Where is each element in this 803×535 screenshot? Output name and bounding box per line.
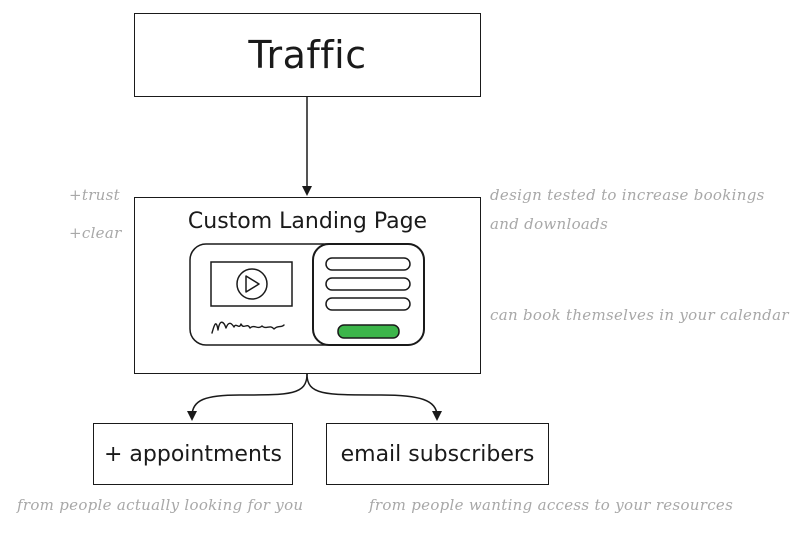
- annotation-calendar: can book themselves in your calendar: [490, 306, 789, 324]
- annotation-appointments: from people actually looking for you: [17, 496, 304, 514]
- landing-page-mockup: [189, 243, 425, 346]
- annotation-design-line2: and downloads: [490, 215, 609, 233]
- annotation-clear: +clear: [69, 224, 122, 242]
- email-subscribers-label: email subscribers: [340, 441, 535, 467]
- landing-page-node: Custom Landing Page: [134, 197, 481, 374]
- play-icon: [236, 268, 268, 300]
- form-field-2: [325, 277, 411, 291]
- traffic-node: Traffic: [134, 13, 481, 97]
- landing-page-title: Custom Landing Page: [187, 209, 428, 234]
- form-submit-button: [337, 324, 400, 339]
- play-triangle-icon: [245, 275, 260, 293]
- form-field-3: [325, 297, 411, 311]
- appointments-node: + appointments: [93, 423, 293, 485]
- arrow-landing-to-email: [306, 373, 442, 421]
- appointments-label: + appointments: [104, 441, 282, 467]
- form-field-1: [325, 257, 411, 271]
- arrow-landing-to-appointments: [187, 373, 308, 421]
- signature-scribble: [211, 321, 285, 334]
- annotation-trust: +trust: [69, 186, 120, 204]
- annotation-design-line1: design tested to increase bookings: [490, 186, 765, 204]
- traffic-label: Traffic: [248, 33, 367, 77]
- email-subscribers-node: email subscribers: [326, 423, 549, 485]
- annotation-email: from people wanting access to your resou…: [369, 496, 734, 514]
